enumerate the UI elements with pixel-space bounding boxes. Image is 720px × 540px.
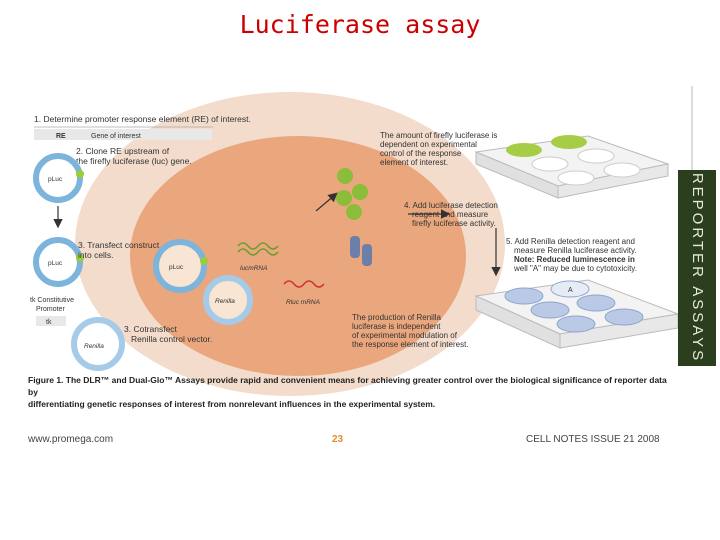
- plasmid-pluc-1-marker: [76, 170, 84, 178]
- well-a-label: A: [568, 287, 573, 294]
- footer-journal: CELL NOTES ISSUE 21 2008: [526, 434, 660, 445]
- slide-title: Luciferase assay: [239, 10, 481, 39]
- table-header-gene: Gene of interest: [91, 133, 141, 140]
- plasmid-pluc-2-marker: [76, 254, 84, 262]
- plasmid-pluc-in-cell-label: pLuc: [169, 264, 184, 271]
- plasmid-renilla-in-cell-label: Renilla: [215, 298, 235, 305]
- footer-website: www.promega.com: [28, 434, 114, 445]
- side-tab-label: REPORTER ASSAYS: [689, 172, 706, 364]
- caption-line-2: differentiating genetic responses of int…: [28, 399, 436, 409]
- rluc-mrna-label: Rluc mRNA: [286, 299, 320, 306]
- plate-renilla: A: [474, 279, 680, 349]
- renilla-protein: [362, 244, 372, 266]
- rluc-mrna-strand: [283, 280, 325, 288]
- caption-line-1: Figure 1. The DLR™ and Dual-Glo™ Assays …: [28, 375, 667, 397]
- well-renilla: [504, 287, 544, 305]
- well-empty: [577, 148, 615, 164]
- table-header-bg: [34, 129, 212, 140]
- luc-mrna-strand-2: [237, 248, 279, 256]
- plasmid-pluc-2-label: pLuc: [48, 260, 63, 267]
- arrow-nucleus-to-protein: [315, 192, 338, 212]
- reporter-assays-tab: REPORTER ASSAYS: [678, 170, 716, 366]
- table-header-re: RE: [56, 133, 66, 140]
- step1-text: 1. Determine promoter response element (…: [34, 114, 251, 124]
- well-renilla: [576, 294, 616, 312]
- plasmid-renilla-in-cell: [203, 275, 253, 325]
- firefly-protein: [352, 184, 368, 200]
- well-renilla: [604, 308, 644, 326]
- well-renilla: [556, 315, 596, 333]
- tk-box-label: tk: [46, 319, 52, 326]
- well-a: [550, 280, 590, 298]
- figure-illustration: 1. Determine promoter response element (…: [30, 86, 693, 396]
- luc-mrna-strand: [237, 242, 279, 250]
- firefly-protein: [346, 204, 362, 220]
- plasmid-renilla-control: [71, 317, 125, 371]
- renilla-protein: [350, 236, 360, 258]
- plasmid-pluc-1-label: pLuc: [48, 176, 63, 183]
- well-empty: [531, 156, 569, 172]
- firefly-protein: [337, 168, 353, 184]
- luc-mrna-label: lucmRNA: [240, 265, 267, 272]
- firefly-protein: [336, 190, 352, 206]
- well-empty: [557, 170, 595, 186]
- well-renilla: [530, 301, 570, 319]
- plate-firefly: [474, 135, 670, 199]
- figure-panel: 1. Determine promoter response element (…: [28, 86, 718, 416]
- well-empty: [603, 162, 641, 178]
- plasmid-pluc-in-cell: [153, 239, 207, 293]
- plasmid-pluc-in-cell-marker: [200, 257, 208, 265]
- well-firefly-lit: [551, 135, 587, 149]
- figure-caption: Figure 1. The DLR™ and Dual-Glo™ Assays …: [28, 374, 668, 410]
- plasmid-renilla-control-label: Renilla: [84, 343, 104, 350]
- tk-box: [36, 316, 66, 326]
- footer-page-number: 23: [332, 434, 344, 445]
- well-firefly-lit: [506, 143, 542, 157]
